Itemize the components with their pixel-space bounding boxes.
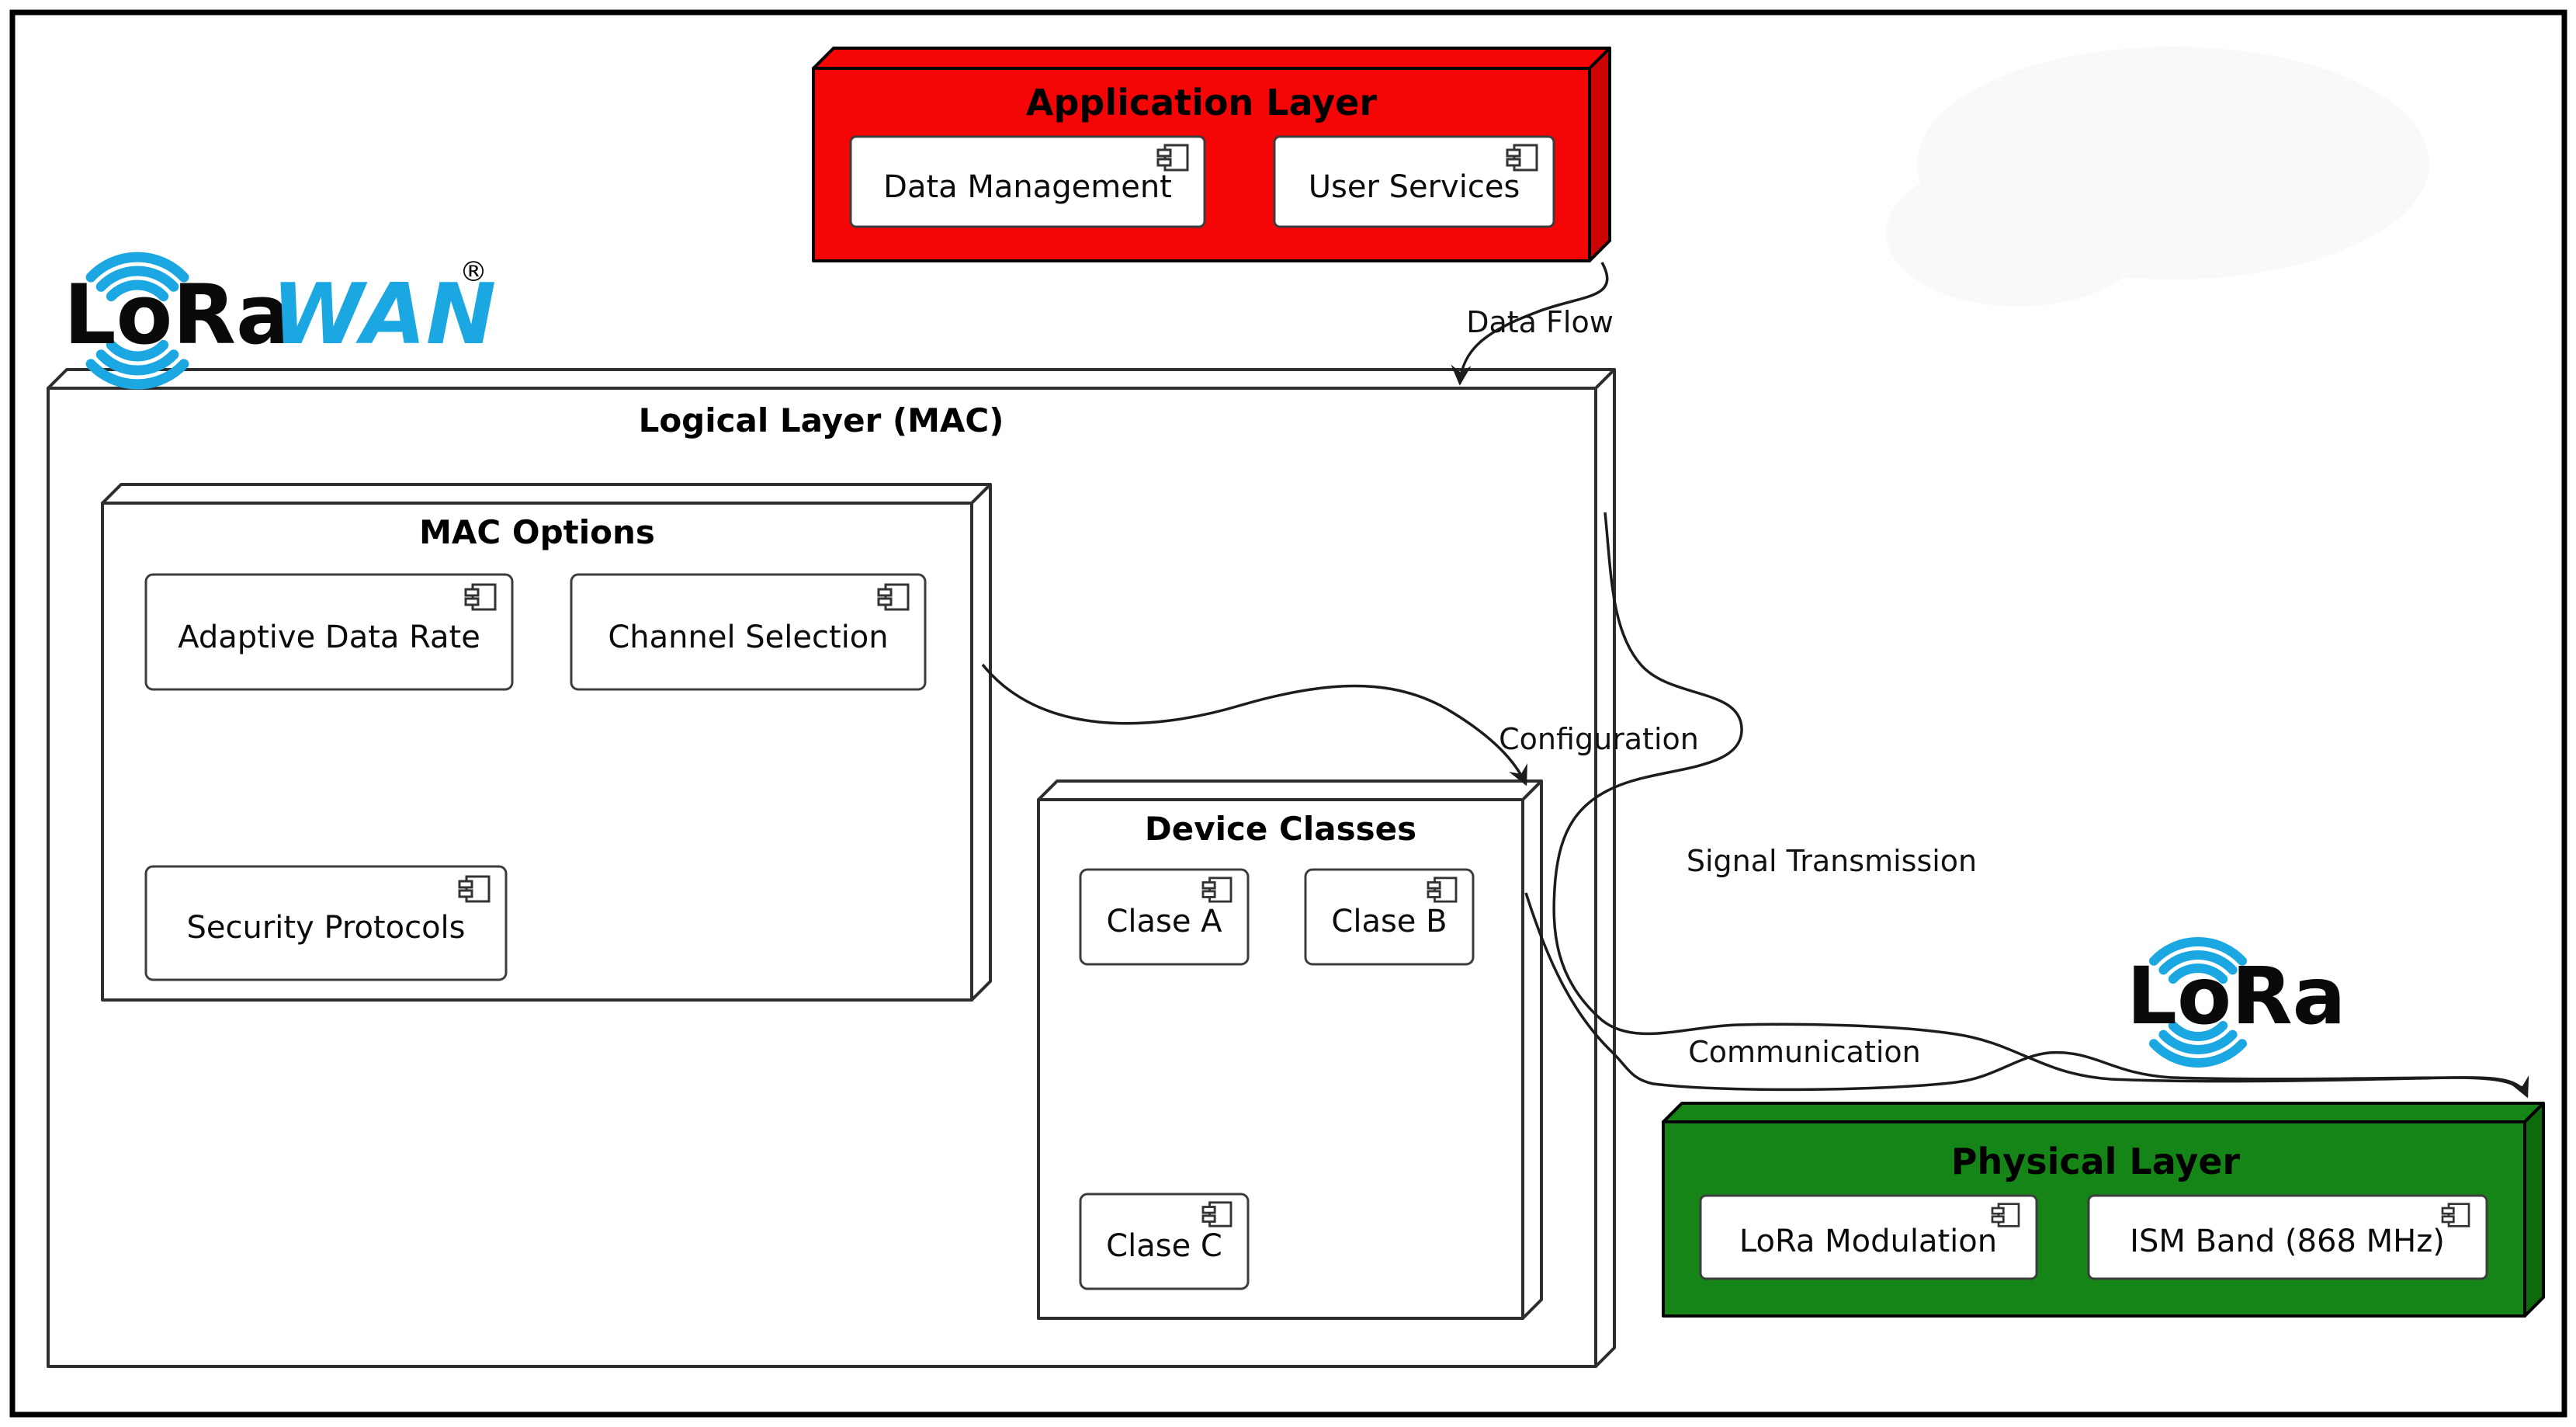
application-layer-node: Application Layer Data Management User S… bbox=[812, 47, 1611, 262]
component-clase-b: Clase B bbox=[1304, 868, 1475, 966]
cloud-watermark bbox=[1886, 47, 2429, 307]
data-flow-connector bbox=[1451, 262, 1609, 386]
physical-layer-side-face bbox=[2523, 1102, 2545, 1318]
device-classes-side-face bbox=[1521, 779, 1543, 1320]
component-label: Clase A bbox=[1106, 904, 1222, 939]
component-channel-selection: Channel Selection bbox=[570, 573, 927, 691]
mac-options-node: MAC Options Adaptive Data Rate Channel S… bbox=[101, 483, 992, 1002]
communication-connector bbox=[1524, 892, 2522, 1092]
connectors: Data Flow Configuration Signal Transmiss… bbox=[981, 262, 2529, 1099]
lora-logo: LoRa bbox=[2127, 937, 2345, 1068]
communication-label: Communication bbox=[1688, 1035, 1921, 1069]
data-flow-label: Data Flow bbox=[1466, 305, 1614, 339]
component-label: Security Protocols bbox=[186, 910, 465, 946]
component-box bbox=[1273, 135, 1555, 228]
component-box bbox=[144, 865, 508, 981]
configuration-label: Configuration bbox=[1499, 722, 1699, 756]
component-box bbox=[849, 135, 1206, 228]
registered-trademark-icon: ® bbox=[459, 256, 487, 288]
component-user-services: User Services bbox=[1273, 135, 1555, 228]
application-layer-title: Application Layer bbox=[1026, 82, 1378, 123]
component-label: Channel Selection bbox=[608, 620, 888, 655]
lorawan-logo: LoRa WAN ® bbox=[64, 252, 496, 390]
component-label: Clase C bbox=[1106, 1228, 1222, 1264]
device-classes-node: Device Classes Clase A Clase B Clase C bbox=[1037, 779, 1543, 1320]
lorawan-logo-text-blue: WAN bbox=[272, 266, 496, 363]
physical-layer-title: Physical Layer bbox=[1951, 1141, 2241, 1182]
lora-logo-text: LoRa bbox=[2127, 950, 2345, 1043]
device-classes-top-face bbox=[1037, 779, 1543, 801]
mac-options-top-face bbox=[101, 483, 992, 505]
component-label: User Services bbox=[1309, 169, 1520, 205]
logical-layer-title: Logical Layer (MAC) bbox=[639, 401, 1004, 439]
lorawan-signal-arcs-icon bbox=[85, 252, 189, 390]
application-layer-top-face bbox=[812, 47, 1611, 70]
configuration-connector bbox=[981, 663, 1527, 786]
logical-layer-top-face bbox=[47, 368, 1616, 390]
component-clase-a: Clase A bbox=[1079, 868, 1250, 966]
component-label: Adaptive Data Rate bbox=[178, 620, 480, 655]
application-layer-side-face bbox=[1588, 47, 1611, 262]
component-label: Clase B bbox=[1331, 904, 1447, 939]
component-box bbox=[2087, 1194, 2488, 1280]
lora-signal-arcs-icon bbox=[2149, 937, 2247, 1068]
signal-transmission-label: Signal Transmission bbox=[1687, 844, 1977, 878]
component-ism-band: ISM Band (868 MHz) bbox=[2087, 1194, 2488, 1280]
component-box bbox=[570, 573, 927, 691]
component-data-management: Data Management bbox=[849, 135, 1206, 228]
lorawan-logo-text-black: LoRa bbox=[64, 267, 292, 363]
component-label: Data Management bbox=[883, 169, 1172, 205]
physical-layer-top-face bbox=[1662, 1102, 2545, 1123]
component-adaptive-data-rate: Adaptive Data Rate bbox=[144, 573, 514, 691]
mac-options-title: MAC Options bbox=[419, 513, 655, 551]
component-security-protocols: Security Protocols bbox=[144, 865, 508, 981]
component-box bbox=[1699, 1194, 2038, 1280]
device-classes-title: Device Classes bbox=[1145, 810, 1416, 848]
component-box bbox=[144, 573, 514, 691]
component-label: ISM Band (868 MHz) bbox=[2130, 1224, 2445, 1259]
component-clase-c: Clase C bbox=[1079, 1193, 1250, 1290]
physical-layer-node: Physical Layer LoRa Modulation ISM Band … bbox=[1662, 1102, 2545, 1318]
component-label: LoRa Modulation bbox=[1739, 1224, 1997, 1259]
mac-options-side-face bbox=[970, 483, 992, 1002]
signal-transmission-connector bbox=[1552, 512, 2529, 1099]
component-lora-modulation: LoRa Modulation bbox=[1699, 1194, 2038, 1280]
